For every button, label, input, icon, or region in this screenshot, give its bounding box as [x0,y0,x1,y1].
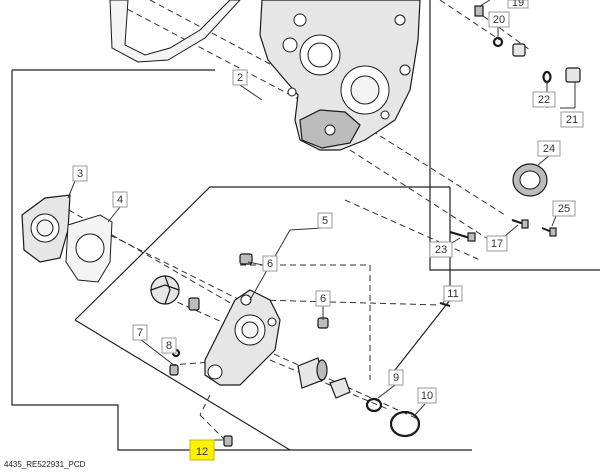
callout-6-bottom[interactable]: 6 [315,290,331,307]
callout-19[interactable]: 19 [507,0,529,9]
water-pump-gasket [65,214,113,283]
svg-text:25: 25 [558,203,570,215]
callout-12-highlighted[interactable]: 12 [189,439,215,461]
callout-8[interactable]: 8 [161,337,177,354]
callout-24[interactable]: 24 [537,140,561,157]
timing-gear-cover [259,0,421,151]
callout-9[interactable]: 9 [388,369,404,386]
impeller [150,275,200,311]
right-frame [429,0,600,271]
pump-frame-top [74,186,450,321]
callout-20[interactable]: 20 [488,11,510,28]
svg-text:5: 5 [322,215,328,227]
callout-22[interactable]: 22 [532,91,556,108]
callout-7[interactable]: 7 [132,324,148,341]
bearing-shaft [297,357,421,438]
callout-25[interactable]: 25 [552,200,576,217]
svg-text:8: 8 [166,340,172,352]
top-gasket [109,0,241,63]
svg-text:20: 20 [493,14,505,26]
svg-text:24: 24 [543,143,555,155]
svg-text:7: 7 [137,327,143,339]
svg-text:11: 11 [447,288,458,300]
right-small-parts [449,5,581,242]
svg-text:4: 4 [117,194,123,206]
callout-4[interactable]: 4 [112,191,128,208]
svg-text:19: 19 [512,0,524,9]
pump-frame-right-b [394,299,451,371]
callout-3[interactable]: 3 [72,165,88,182]
svg-text:6: 6 [320,293,326,305]
callout-11[interactable]: 11 [443,285,463,302]
callout-17[interactable]: 17 [486,235,508,252]
pump-frame-left [74,319,291,451]
svg-text:9: 9 [393,372,399,384]
water-pump-cover [21,194,71,263]
svg-text:2: 2 [237,72,243,84]
svg-text:3: 3 [77,168,83,180]
figure-id: 4435_RE522931_PCD [4,460,86,469]
callout-5[interactable]: 5 [317,212,333,229]
callout-6-top[interactable]: 6 [262,255,278,272]
outer-frame [11,70,472,451]
svg-text:17: 17 [491,238,503,250]
svg-text:12: 12 [196,446,208,458]
callout-23[interactable]: 23 [429,241,453,258]
callout-21[interactable]: 21 [560,111,584,128]
svg-text:22: 22 [538,94,550,106]
svg-text:10: 10 [421,390,433,402]
callout-10[interactable]: 10 [417,387,437,404]
svg-text:21: 21 [566,114,578,126]
svg-text:23: 23 [435,244,447,256]
callout-2[interactable]: 2 [232,69,248,86]
pump-housing [204,253,329,386]
svg-text:6: 6 [267,258,273,270]
